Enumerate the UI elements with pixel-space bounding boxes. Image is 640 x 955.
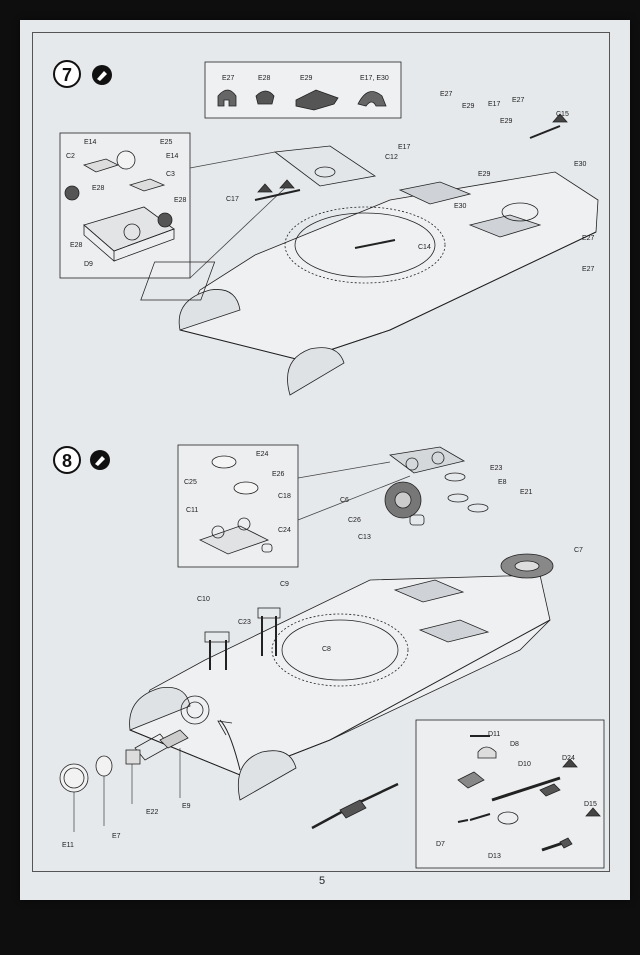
label-d9: D9 [84,261,93,268]
label-e14: E14 [84,139,97,146]
label-e30-b: E30 [454,203,467,210]
label-e9: E9 [182,803,191,810]
label-d8: D8 [510,741,519,748]
label-c9: C9 [280,581,289,588]
legend-e29: E29 [300,75,313,82]
label-e17-b: E17 [398,144,411,151]
label-e27-c: E27 [582,235,595,242]
label-e26: E26 [272,471,285,478]
label-e24: E24 [256,451,269,458]
label-c3: C3 [166,171,175,178]
label-e8: E8 [498,479,507,486]
label-d7: D7 [436,841,445,848]
label-c24: C24 [278,527,291,534]
label-e11: E11 [62,842,74,849]
label-e27-d: E27 [582,266,595,273]
label-e28-b: E28 [174,197,187,204]
label-c14: C14 [418,244,431,251]
label-c23: C23 [238,619,251,626]
legend-e27: E27 [222,75,235,82]
page-border [32,32,610,872]
label-c12: C12 [385,154,398,161]
label-d13: D13 [488,853,501,860]
label-c13: C13 [358,534,371,541]
label-e27-b: E27 [512,97,525,104]
front-assembly-parts [59,729,189,832]
label-e29-b: E29 [500,118,513,125]
page-number: 5 [318,875,326,887]
label-d11: D11 [488,731,500,738]
label-e7: E7 [112,833,121,840]
step-8-marker: 8 [53,446,110,474]
label-e28-c: E28 [70,242,83,249]
label-d15: D15 [584,801,597,808]
label-c17: C17 [226,196,239,203]
label-e25: E25 [160,139,173,146]
label-c26: C26 [348,517,361,524]
label-e27: E27 [440,91,453,98]
gun-subassembly-inset: D11 D8 D10 D24 D15 D7 D13 [311,719,605,869]
step-8-inset: E24 C25 E26 C18 C11 C24 [177,444,299,568]
legend-e28: E28 [258,75,271,82]
label-e22: E22 [146,809,159,816]
step-8-number: 8 [62,451,72,471]
label-d24: D24 [562,755,575,762]
step-8-hull [129,446,554,801]
step-7-inset: E14 E25 C2 E14 E28 C3 E28 E28 D9 [59,132,191,279]
legend-e17-e30: E17, E30 [360,75,389,82]
label-c2: C2 [66,153,75,160]
label-c15: C15 [556,111,569,118]
label-c8: C8 [322,646,331,653]
label-c25: C25 [184,479,197,486]
label-e30: E30 [574,161,587,168]
label-e21: E21 [520,489,533,496]
label-e28: E28 [92,185,105,192]
label-e23: E23 [490,465,503,472]
label-c6: C6 [340,497,349,504]
step-7-hull [140,113,599,396]
label-e14-b: E14 [166,153,179,160]
step-7-parts-legend: E27 E28 E29 E17, E30 [204,61,402,119]
label-e17: E17 [488,101,501,108]
label-e29-c: E29 [478,171,491,178]
step-7-marker: 7 [53,60,112,88]
label-c11: C11 [186,507,198,514]
label-c18: C18 [278,493,291,500]
step-7-number: 7 [62,65,72,85]
label-e29: E29 [462,103,475,110]
label-c10: C10 [197,596,210,603]
label-d10: D10 [518,761,531,768]
label-c7: C7 [574,547,583,554]
